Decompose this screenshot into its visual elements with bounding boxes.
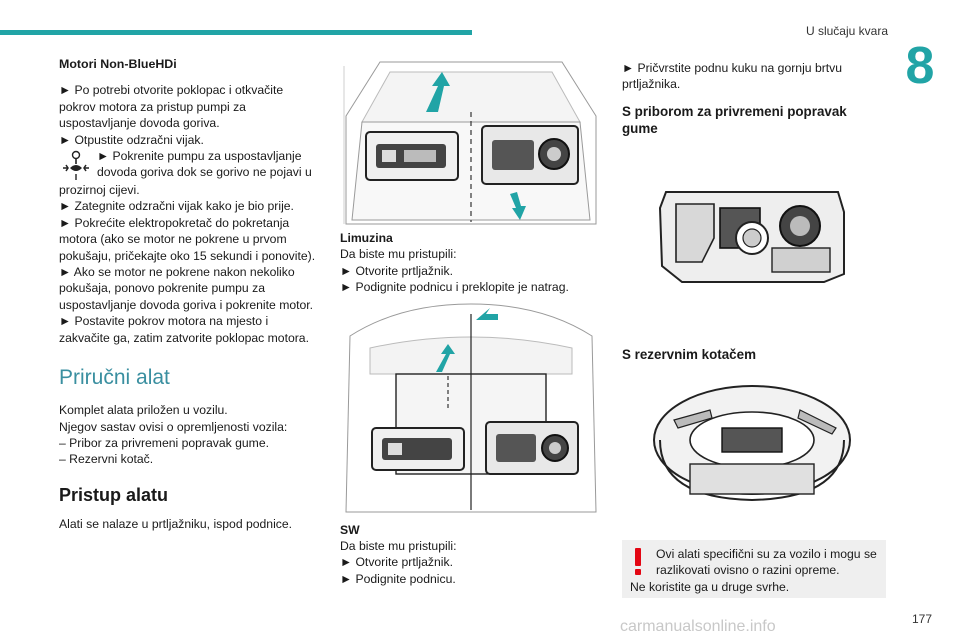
page-number: 177 <box>911 612 932 626</box>
spare-wheel-illustration <box>653 385 851 502</box>
fuel-pump-icon <box>63 150 89 181</box>
text-line: ► Otpustite odzračni vijak. <box>59 132 204 147</box>
pump-instruction-text: ► Pokrenite pumpu za uspostavljanje dovo… <box>97 148 312 181</box>
text-line: uspostavljanje dovoda goriva. <box>59 116 220 131</box>
text-line: uspostavljanje dovoda goriva i pokrenite… <box>59 297 314 312</box>
text-line: ► Pričvrstite podnu kuku na gornju brtvu <box>622 61 843 75</box>
text-line: ► Otvorite prtljažnik. <box>340 263 453 278</box>
text-line: pokušaja, ponovo pokrenite pumpu za <box>59 281 265 296</box>
text-line: Komplet alata priložen u vozilu. <box>59 403 228 418</box>
text-line: razlikovati ovisno o razini opreme. <box>656 563 840 578</box>
section-heading-non-bluehdi: Motori Non-BlueHDi <box>59 57 177 71</box>
text-line: dovoda goriva dok se gorivo ne pojavi u <box>97 165 312 180</box>
text-line: Da biste mu pristupili: <box>340 539 457 554</box>
text-line: Da biste mu pristupili: <box>340 247 457 262</box>
text-line: Ovi alati specifični su za vozilo i mogu… <box>656 547 877 561</box>
text-line: prtljažnika. <box>622 77 681 92</box>
repair-kit-illustration <box>658 191 845 283</box>
warning-text: Ovi alati specifični su za vozilo i mogu… <box>656 546 878 578</box>
text-line: ► Podignite podnicu. <box>340 571 456 586</box>
page-header-title: U slučaju kvara <box>805 24 888 38</box>
text-line: ► Pokrenite pumpu za uspostavljanje <box>97 149 302 164</box>
header-accent-bar <box>0 30 472 35</box>
column-right: ► Pričvrstite podnu kuku na gornju brtvu… <box>622 56 886 137</box>
heading-repair-kit: S priborom za privremeni popravak gume <box>622 103 847 136</box>
column-left: Motori Non-BlueHDi ► Po potrebi otvorite… <box>59 56 331 532</box>
heading-spare-wheel: S rezervnim kotačem <box>622 347 756 362</box>
chapter-number: 8 <box>905 37 935 95</box>
sedan-trunk-illustration <box>343 61 597 225</box>
warning-panel: Ovi alati specifični su za vozilo i mogu… <box>622 540 886 598</box>
text-line: ► Ako se motor ne pokrene nakon nekoliko <box>59 265 295 280</box>
warning-icon <box>635 548 641 575</box>
section-title-tools: Priručni alat <box>59 366 170 390</box>
column-right-lower: S rezervnim kotačem <box>622 336 886 363</box>
text-line: zakvačite ga, zatim zatvorite poklopac m… <box>59 330 309 345</box>
text-line: ► Podignite podnicu i preklopite je natr… <box>340 280 569 295</box>
text-line: – Pribor za privremeni popravak gume. <box>59 435 269 450</box>
text-line: ► Po potrebi otvorite poklopac i otkvači… <box>59 83 284 98</box>
text-line: pokrov motora za pristup pumpi za <box>59 99 246 114</box>
caption-title-sedan: Limuzina <box>340 231 393 245</box>
text-line: motora (ako se motor ne pokrene u prvom <box>59 232 287 247</box>
warning-last-line: Ne koristite ga u druge svrhe. <box>630 580 790 594</box>
text-line: ► Otvorite prtljažnik. <box>340 555 453 570</box>
text-line: – Rezervni kotač. <box>59 452 154 467</box>
pump-instruction-row: ► Pokrenite pumpu za uspostavljanje dovo… <box>59 148 331 182</box>
text-line: Njegov sastav ovisi o opremljenosti vozi… <box>59 419 288 434</box>
text-line: ► Zategnite odzračni vijak kako je bio p… <box>59 199 294 214</box>
column-middle: Limuzina Da biste mu pristupili: ► Otvor… <box>340 60 602 587</box>
text-line: ► Postavite pokrov motora na mjesto i <box>59 314 269 329</box>
sw-trunk-illustration <box>345 303 597 513</box>
text-line: prozirnoj cijevi. <box>59 183 140 198</box>
text-line: Alati se nalaze u prtljažniku, ispod pod… <box>59 516 293 531</box>
text-line: pokušaju, pričekajte oko 15 sekundi i po… <box>59 248 316 263</box>
watermark: carmanualsonline.info <box>620 618 776 635</box>
text-line: ► Pokrećite elektropokretač do pokretanj… <box>59 215 290 230</box>
caption-title-sw: SW <box>340 522 360 537</box>
subsection-title-access: Pristup alatu <box>59 484 169 505</box>
